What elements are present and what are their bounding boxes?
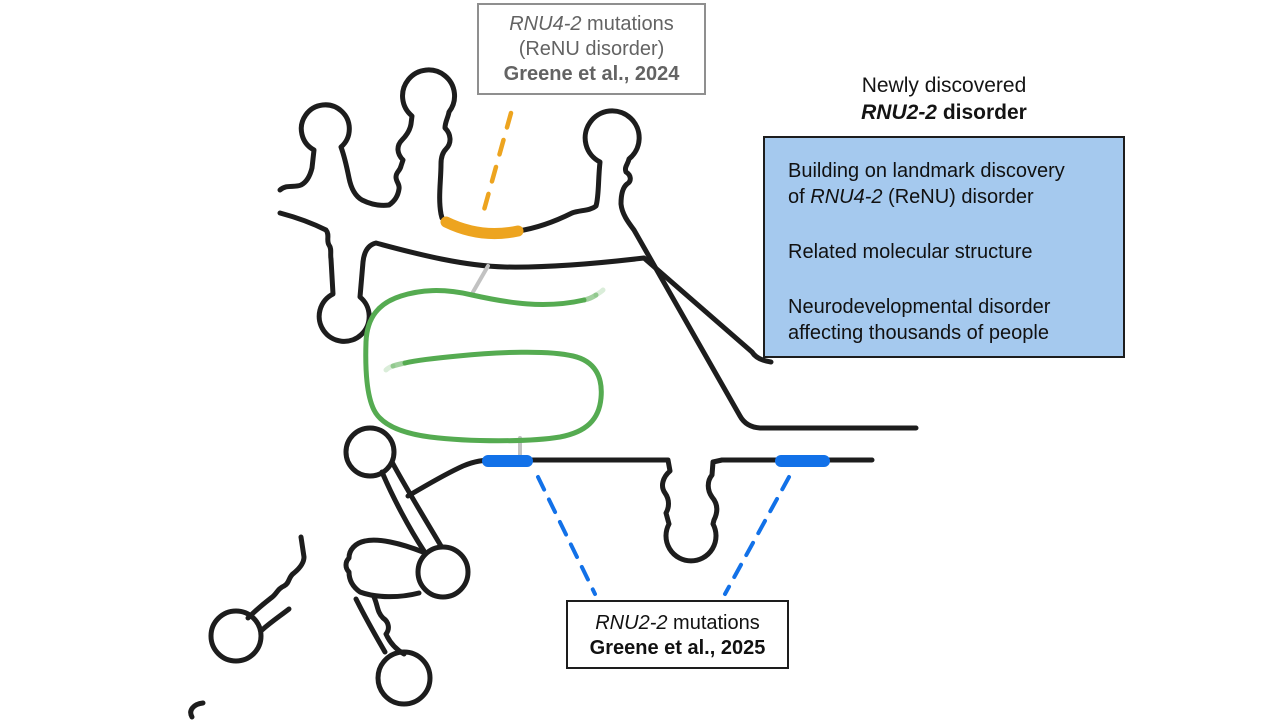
fragment-stem-4b [371,594,407,657]
info-para1-line2-post: (ReNU) disorder [882,186,1034,208]
rnu4-2-label-line1: RNU4-2 mutations [479,12,704,37]
rnu2-2-label-gene: RNU2-2 [595,612,668,634]
info-para1-gene: RNU4-2 [810,186,883,208]
info-para-1: Building on landmark discovery of RNU4-2… [788,158,1113,210]
info-para3-line1: Neurodevelopmental disorder [788,296,1051,318]
rnu4-2-label-line2: (ReNU disorder) [518,38,665,60]
rnu2-2-label-line1: RNU2-2 mutations [568,611,787,636]
rnu4-2-label-line1-rest: mutations [581,13,674,35]
rnu2-2-label-box: RNU2-2 mutations Greene et al., 2025 [566,600,789,669]
info-para-2: Related molecular structure [788,241,1033,263]
rnu2-2-label-line1-rest: mutations [667,612,760,634]
blue-dashed-connector-left [536,475,597,596]
fragment-stem-4a [353,596,388,655]
free-rna-fragments [188,425,471,720]
info-box: Building on landmark discovery of RNU4-2… [763,136,1125,358]
u2-green-loop [363,287,606,444]
info-para1-line1: Building on landmark discovery [788,160,1065,182]
blue-dashed-connector-right [723,475,791,596]
u2-backbone [405,457,875,564]
fragment-stem-1 [379,469,427,554]
rnu4-2-label-box: RNU4-2 mutations (ReNU disorder) Greene … [477,3,706,95]
info-para1-line2-pre: of [788,186,811,208]
green-loop-fade-tip-inner-end [383,363,396,373]
fragment-tail-3b [259,606,292,633]
rnu2-2-gene-name: RNU2-2 [861,101,937,124]
rnu2-2-citation: Greene et al., 2025 [589,637,766,659]
green-loop-fade-tip-right-end [593,287,606,298]
fragment-arm [343,537,426,600]
green-loop-main [363,288,604,444]
fragment-loop-3 [208,608,264,664]
rnu4-2-mutation-highlight [440,216,524,240]
green-loop-fade-tip-right [581,292,599,303]
green-loop-fade-tip-inner [390,360,408,369]
info-para3-line2: affecting thousands of people [788,322,1049,344]
header-line2: RNU2-2 disorder [763,99,1125,126]
fragment-tail-3 [245,534,307,621]
header-line1: Newly discovered [861,74,1027,97]
u4-stem-loop-left [277,67,458,221]
info-para-3: Neurodevelopmental disorder affecting th… [788,294,1113,346]
header-block: Newly discovered RNU2-2 disorder [763,72,1125,126]
info-para1-line2: of RNU4-2 (ReNU) disorder [788,184,1113,210]
orange-dashed-connector [481,110,514,213]
fragment-loop-1 [343,425,397,479]
fragment-loop-4 [375,649,433,707]
rnu4-2-gene-name: RNU4-2 [509,13,582,35]
u2-snrna-structure [405,457,875,564]
rnu4-2-citation: Greene et al., 2024 [503,63,680,85]
fragment-loop-2 [415,544,471,600]
fragment-stem-1b [389,459,444,549]
gray-connector-top [471,264,490,294]
fragment-curl [188,700,206,720]
u4-stem-loop-right-and-tail [515,108,919,431]
header-line2-rest: disorder [937,101,1027,124]
